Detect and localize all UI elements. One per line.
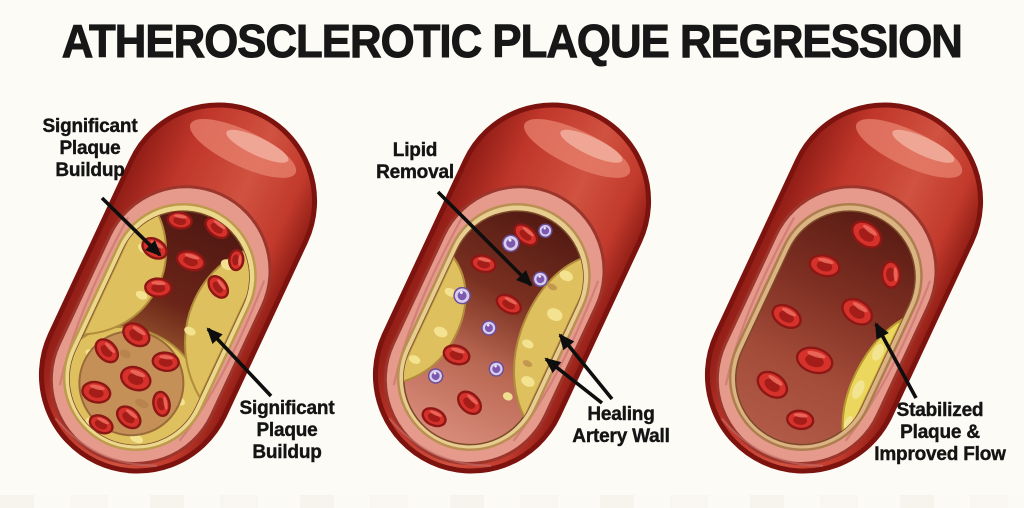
red-blood-cell — [119, 365, 152, 392]
red-blood-cell — [115, 405, 142, 430]
red-blood-cell — [421, 407, 447, 428]
red-blood-cell — [144, 277, 173, 298]
red-blood-cells — [756, 220, 902, 431]
lipid-particle — [538, 223, 553, 238]
red-blood-cell — [795, 346, 834, 375]
wall-striation — [388, 417, 491, 467]
page-title-text: ATHEROSCLEROTIC PLAQUE REGRESSION — [61, 15, 963, 68]
red-blood-cell — [151, 351, 180, 372]
red-blood-cell — [442, 344, 471, 366]
lipid-particle — [453, 286, 471, 305]
label-healing-artery-wall: Healing Artery Wall — [572, 404, 670, 448]
red-blood-cell — [122, 322, 151, 348]
page-title: ATHEROSCLEROTIC PLAQUE REGRESSION — [0, 14, 1024, 68]
lipid-particle — [532, 271, 549, 287]
wall-highlight — [560, 129, 623, 163]
red-blood-cell — [228, 248, 245, 272]
wall-highlight — [892, 129, 955, 163]
red-blood-cell — [851, 220, 883, 249]
lipid-particle — [427, 368, 444, 384]
red-blood-cell — [94, 338, 120, 364]
red-blood-cell — [81, 380, 112, 404]
wall-striation — [720, 417, 823, 467]
lipid-particle — [481, 320, 497, 336]
red-blood-cell — [456, 390, 483, 416]
red-blood-cell — [495, 293, 523, 315]
red-blood-cell — [880, 260, 902, 289]
label-significant-plaque-buildup-top: Significant Plaque Buildup — [42, 116, 138, 182]
red-blood-cell — [166, 211, 193, 230]
red-blood-cell — [771, 303, 802, 329]
red-blood-cell — [841, 297, 874, 326]
wall-striation — [54, 417, 157, 467]
red-blood-cell — [88, 414, 114, 435]
label-lipid-removal: Lipid Removal — [376, 140, 454, 184]
red-blood-cell — [808, 254, 841, 278]
red-blood-cell — [207, 274, 230, 299]
wall-highlight — [226, 129, 289, 163]
red-blood-cell — [756, 370, 789, 399]
red-blood-cell — [786, 409, 815, 431]
label-stabilized-plaque-improved-flow: Stabilized Plaque & Improved Flow — [874, 400, 1006, 466]
artery-illustration-stage1 — [38, 102, 318, 474]
plaque-deposit — [512, 253, 603, 420]
lipid-particle — [488, 361, 505, 377]
label-significant-plaque-buildup-bottom: Significant Plaque Buildup — [239, 398, 335, 464]
red-blood-cells — [81, 211, 245, 435]
red-blood-cell — [152, 390, 171, 417]
bottom-edge-artifact — [0, 495, 1024, 508]
red-blood-cell — [175, 250, 206, 272]
